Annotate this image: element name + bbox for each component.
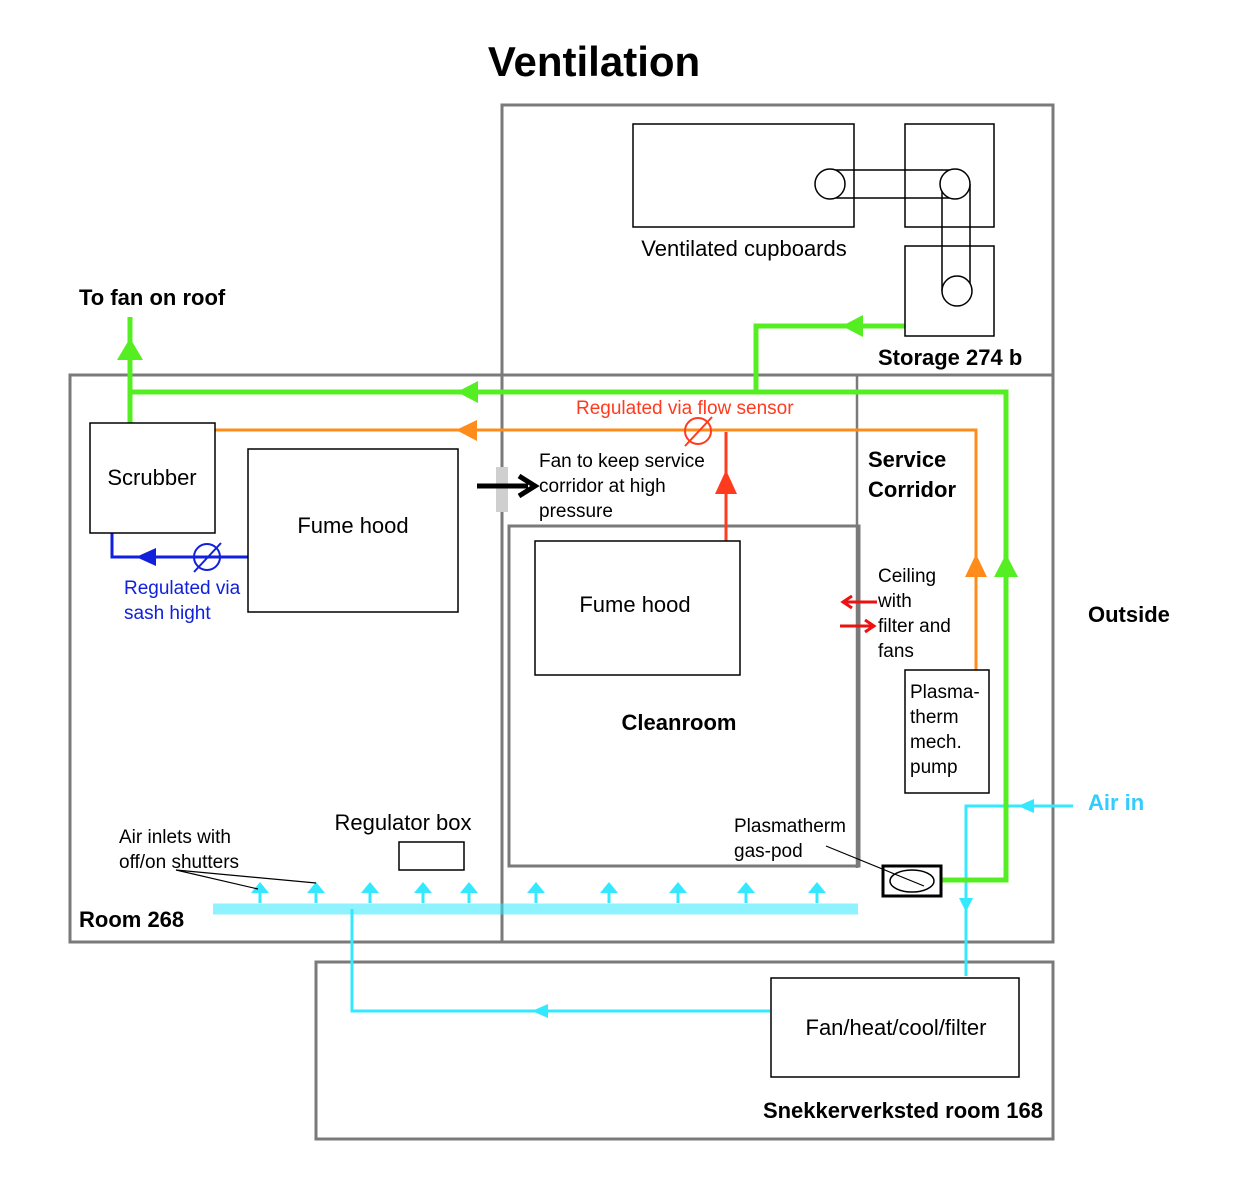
air-inlet-arrow [737,882,755,903]
gas-pod-label-line: gas-pod [734,841,803,862]
cleanroom-fume-arrow-up [715,470,737,494]
scrubber-drain-arrow-left [136,548,156,566]
air-in-label: Air in [1088,790,1144,815]
regulator-box-label: Regulator box [335,810,472,835]
air-inlets-label-line: off/on shutters [119,852,239,873]
scrubber-box [89,422,216,534]
fan-heat-cool-filter-box [770,977,1020,1078]
air-inlet-arrow [307,882,325,903]
fume-hood-room268 [247,448,459,613]
exhaust-arrow-up-outside [994,554,1018,577]
pump-label-line: Plasma- [910,682,980,703]
scrubber-drain-duct [110,533,248,559]
pump-label: Plasma- therm mech. pump [910,682,985,778]
cleanroom-outline [507,524,861,868]
fresh-air-arrow-left [532,1004,548,1018]
air-inlet-leaders [175,869,317,890]
service-fan-label: Fan to keep service corridor at high pre… [539,451,710,522]
fume-hood-cleanroom [534,540,741,676]
air-in-arrow [1018,799,1034,813]
service-corridor-label: Service Corridor [868,447,956,502]
regulator-box [398,841,465,871]
cupboard-duct-circle [814,168,846,200]
fresh-air-duct [213,804,1073,1013]
gas-pod-label-line: Plasmatherm [734,816,846,837]
gas-pod-label: Plasmatherm gas-pod [734,816,851,862]
cleanroom-label: Cleanroom [622,710,737,735]
ceiling-label-line: fans [878,641,914,662]
air-inlet-arrows [251,882,826,903]
ceiling-label-line: with [877,591,912,612]
room-268-label: Room 268 [79,907,184,932]
gas-pod [825,845,943,898]
ventilated-cupboards [632,123,995,337]
scrubber-label: Scrubber [107,465,196,490]
right-block-outline [500,373,1055,944]
flow-sensor-label: Regulated via flow sensor [576,398,794,419]
ceiling-label: Ceiling with filter and fans [877,566,956,662]
sash-label: Regulated via sash hight [124,578,245,624]
pump-label-line: mech. [910,732,962,753]
service-fan-label-line: corridor at high [539,476,666,497]
exhaust-arrow-left-main [457,381,478,403]
pump-exhaust-arrow-up [965,554,987,577]
air-inlet-arrow [669,882,687,903]
roof-duct-stub [127,317,133,342]
air-inlets-label-line: Air inlets with [119,827,231,848]
service-fan [477,467,540,512]
ventilated-cupboards-label: Ventilated cupboards [641,236,847,261]
sash-label-line: sash hight [124,603,211,624]
storage-room-label: Storage 274 b [878,345,1022,370]
air-inlet-arrow [808,882,826,903]
service-corridor-label-line: Service [868,447,946,472]
air-inlet-arrow [414,882,432,903]
exhaust-arrow-left-storage [842,315,863,337]
service-corridor-label-line: Corridor [868,477,956,502]
fume-hood-cleanroom-label: Fume hood [579,592,690,617]
diagram-title: Ventilation [488,38,700,85]
outside-label: Outside [1088,602,1170,627]
air-inlets-label: Air inlets with off/on shutters [119,827,239,873]
service-fan-label-line: pressure [539,501,613,522]
air-inlet-arrow [600,882,618,903]
fresh-air-arrow-down [959,898,973,912]
snekker-room-label: Snekkerverksted room 168 [763,1098,1043,1123]
pump-exhaust-arrow-left [456,420,477,441]
ceiling-fan-arrows [840,594,877,634]
service-fan-label-line: Fan to keep service [539,451,705,472]
cupboard-duct-circle [941,275,973,307]
ceiling-label-line: filter and [878,616,951,637]
air-inlet-arrow [460,882,478,903]
pump-label-line: pump [910,757,958,778]
sash-valve-icon [193,542,222,573]
air-inlet-arrow [251,882,269,903]
sash-label-line: Regulated via [124,578,241,599]
air-inlet-arrow [527,882,545,903]
pump-label-line: therm [910,707,959,728]
snekker-room-outline [314,960,1055,1141]
ceiling-label-line: Ceiling [878,566,936,587]
exhaust-arrow-up-roof [117,338,143,360]
fan-heat-cool-filter-label: Fan/heat/cool/filter [806,1015,987,1040]
cupboard-duct-circle [939,168,971,200]
air-inlet-arrow [361,882,379,903]
pump-box [904,669,990,794]
to-fan-on-roof-label: To fan on roof [79,285,226,310]
flow-sensor-valve-icon [684,416,713,447]
fume-hood-room268-label: Fume hood [297,513,408,538]
